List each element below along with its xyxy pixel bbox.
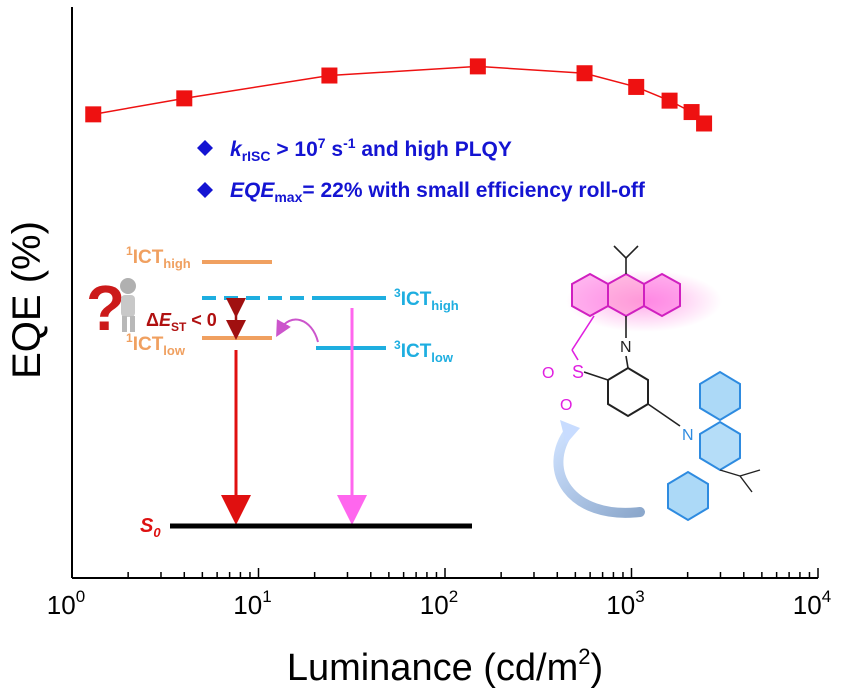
diamond-icon xyxy=(197,182,213,198)
x-axis-tick-labels: 100 101 102 103 104 xyxy=(47,587,831,620)
acceptor-donor-ring-bottom xyxy=(667,470,709,522)
donor-ring-left xyxy=(571,272,609,318)
sulfur-atom: S xyxy=(572,362,584,382)
x-tick-label: 103 xyxy=(606,587,644,620)
data-point xyxy=(628,78,645,95)
risc-curved-arrow xyxy=(276,318,319,343)
data-point xyxy=(176,90,193,107)
oxygen-atom-2: O xyxy=(560,397,572,414)
molecule-structure: N S O O N xyxy=(542,245,761,522)
krisc-bullet-text: krISC > 107 s-1 and high PLQY xyxy=(230,135,512,164)
data-point xyxy=(683,104,700,121)
x-tick-label: 101 xyxy=(233,587,271,620)
eqe-max-bullet-text: EQEmax= 22% with small efficiency roll-o… xyxy=(230,179,646,205)
donor-ring-right xyxy=(643,272,681,318)
ground-state-label: S0 xyxy=(140,515,161,540)
donor-ring-mid xyxy=(607,272,645,318)
x-tick-label: 104 xyxy=(793,587,831,620)
singlet-low-label: 1ICTlow xyxy=(126,331,186,358)
data-point xyxy=(469,58,486,75)
x-tick-label: 102 xyxy=(420,587,458,620)
data-point xyxy=(661,92,678,109)
question-mark-icon: ? xyxy=(86,272,125,344)
eqe-series xyxy=(85,58,713,132)
nitrogen-atom-bottom: N xyxy=(682,427,694,444)
triplet-low-label: 3ICTlow xyxy=(394,338,454,365)
bullet-annotations: krISC > 107 s-1 and high PLQY EQEmax= 22… xyxy=(197,135,646,205)
data-point xyxy=(321,67,338,84)
triplet-high-label: 3ICThigh xyxy=(394,286,459,313)
rotation-curved-arrow xyxy=(553,425,645,518)
x-axis-title: Luminance (cd/m2) xyxy=(287,644,603,689)
diamond-icon xyxy=(197,140,213,156)
acceptor-donor-ring-top xyxy=(699,370,741,422)
singlet-high-label: 1ICThigh xyxy=(126,244,191,271)
oxygen-atom-1: O xyxy=(542,365,554,382)
delta-est-label: ΔEST < 0 xyxy=(146,310,217,334)
data-point xyxy=(85,106,102,123)
x-tick-label: 100 xyxy=(47,587,85,620)
x-axis-ticks xyxy=(71,568,819,578)
energy-level-diagram: 1ICThigh 1ICTlow 3ICThigh 3ICTlow ΔEST <… xyxy=(86,244,472,540)
acceptor-donor-ring-mid xyxy=(699,420,741,472)
thinking-person-icon xyxy=(120,278,136,332)
central-phenyl-ring xyxy=(607,366,649,418)
nitrogen-atom-top: N xyxy=(620,339,632,356)
y-axis-title: EQE (%) xyxy=(5,221,49,379)
data-point xyxy=(576,65,593,82)
data-point xyxy=(696,115,713,132)
